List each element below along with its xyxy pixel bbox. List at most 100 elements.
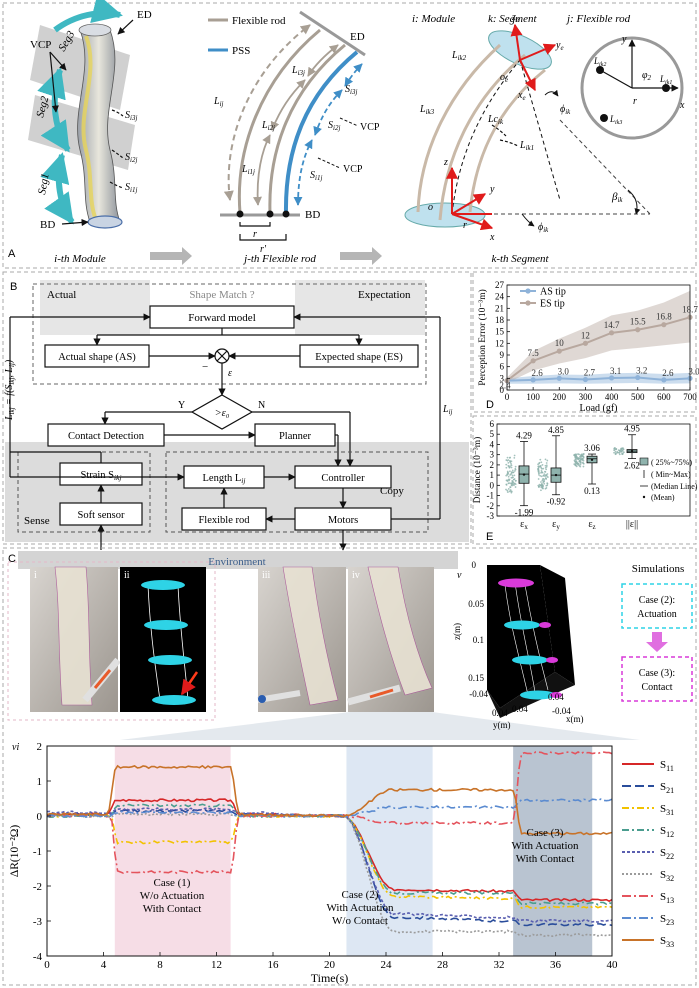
li3j-arrow <box>307 44 339 77</box>
length-text: Length Lij <box>203 473 246 485</box>
sim-xlabel: x(m) <box>566 714 584 724</box>
legend-mean-text: (Mean) <box>651 493 675 502</box>
scatter-point-e <box>514 486 517 488</box>
motors-text: Motors <box>328 515 358 526</box>
annotation-max-e: 4.29 <box>516 430 532 440</box>
ytick-label-c: 1 <box>37 776 43 788</box>
xtick-label-e: εx <box>520 519 528 531</box>
beta-label: βik <box>611 191 623 204</box>
scatter-point-e <box>514 479 517 482</box>
si1j-label: Si1j <box>310 170 322 182</box>
point-es-tip <box>530 358 536 364</box>
rod-base-dot-3 <box>282 210 290 218</box>
bd-label: BD <box>40 219 55 231</box>
sim-contact-3 <box>546 657 558 663</box>
scatter-point-e <box>506 456 509 459</box>
sim-zt3: 0.15 <box>468 673 484 683</box>
header-rod: j: Flexible rod <box>565 13 631 25</box>
sim-line3 <box>514 581 537 699</box>
cs-lik3-label: Lik3 <box>609 114 622 126</box>
axes-frame-e <box>496 423 691 517</box>
case2-actuation: With Actuation <box>326 902 394 914</box>
rod-base-dot-1 <box>236 210 244 218</box>
simulations-title: Simulations <box>632 563 685 575</box>
rp-bracket <box>239 234 287 241</box>
scatter-point-e <box>537 468 540 471</box>
lij-right-text: Lij <box>442 404 453 416</box>
scatter-point-e <box>579 455 581 458</box>
sim-line1 <box>504 584 529 696</box>
ylabel-d: Perception Error (10⁻³m) <box>477 289 488 386</box>
ylabel-c: ΔR(10⁻²Ω) <box>9 825 21 877</box>
r-label: r <box>253 229 257 240</box>
forward-model-text: Forward model <box>188 312 256 324</box>
legend-text-s12: S12 <box>660 825 674 839</box>
xtick-label-d: 600 <box>657 392 671 402</box>
point-as-tip <box>661 377 667 383</box>
actual-text: Actual <box>47 289 76 301</box>
vcp-label: VCP <box>30 39 51 51</box>
legend-es-marker <box>525 300 531 306</box>
scatter-point-e <box>511 479 514 482</box>
scatter-point-e <box>542 487 544 490</box>
point-es-tip <box>582 340 589 346</box>
legend-mean-swatch <box>642 495 646 499</box>
ytick-label-e: 6 <box>490 419 495 429</box>
annotation-max-e: 4.85 <box>548 425 564 435</box>
seg3-arrow <box>53 0 123 33</box>
line-es-tip <box>506 316 691 382</box>
scatter-point-e <box>511 469 514 472</box>
sim-yt0: 0.04 <box>512 704 528 714</box>
ed-label: ED <box>137 9 152 21</box>
case1-title: Case (1) <box>154 877 191 889</box>
sim-zt1: 0.05 <box>468 599 484 609</box>
s-i2j-label: Si2j <box>125 152 137 164</box>
scatter-point-e <box>546 459 549 462</box>
r-seg-label: r <box>463 220 467 231</box>
sim-disk-4 <box>520 690 556 700</box>
scatter-point-e <box>510 466 513 469</box>
xtick-label-d: 500 <box>631 392 645 402</box>
scatter-point-e <box>540 470 543 472</box>
middle-caption: j-th Flexible rod <box>242 253 316 265</box>
vcp-pointer-2 <box>49 51 59 113</box>
panel-a-frame <box>2 2 697 269</box>
scatter-point-e <box>510 462 512 465</box>
ytick-label-c: -4 <box>33 951 43 963</box>
scatter-point-e <box>505 474 508 477</box>
ytick-label-d: 3 <box>500 373 505 383</box>
photo-iv-tube <box>367 566 433 696</box>
ye-label: ye <box>555 40 564 52</box>
scatter-point-e <box>617 451 620 454</box>
module-bottom-disk <box>87 215 123 229</box>
xtick-label-e: ||ε|| <box>626 519 638 530</box>
seg1-label: Seg1 <box>36 172 52 195</box>
scatter-point-e <box>575 458 578 460</box>
point-es-tip <box>556 348 562 354</box>
scatter-point-e <box>509 459 511 462</box>
scatter-point-e <box>582 459 585 462</box>
si3j-label: Si3j <box>345 84 357 96</box>
scatter-point-e <box>540 475 543 478</box>
x-label: x <box>489 232 495 243</box>
xtick-label-c: 4 <box>101 959 107 971</box>
xtick-label-c: 28 <box>437 959 449 971</box>
ytick-label-d: 24 <box>495 292 505 302</box>
case-flow-arrow <box>646 632 668 652</box>
case2-line2: Actuation <box>637 609 676 620</box>
phi-top-arc <box>544 89 559 97</box>
legend-text-s22: S22 <box>660 847 674 861</box>
scatter-point-e <box>539 465 541 468</box>
si2j-arrow <box>313 89 343 136</box>
scatter-point-e <box>514 467 517 470</box>
sim-3d-side <box>540 565 575 685</box>
left-caption: i-th Module <box>54 253 106 265</box>
scatter-point-e <box>542 467 545 470</box>
xe-label: xe <box>517 90 526 102</box>
xlabel-d: Load (gf) <box>579 403 617 414</box>
ytick-label-e: 3 <box>490 450 495 460</box>
sim-label: v <box>457 570 462 581</box>
point-as-tip <box>530 377 536 383</box>
sim-yt1: 0.04 <box>492 708 508 718</box>
